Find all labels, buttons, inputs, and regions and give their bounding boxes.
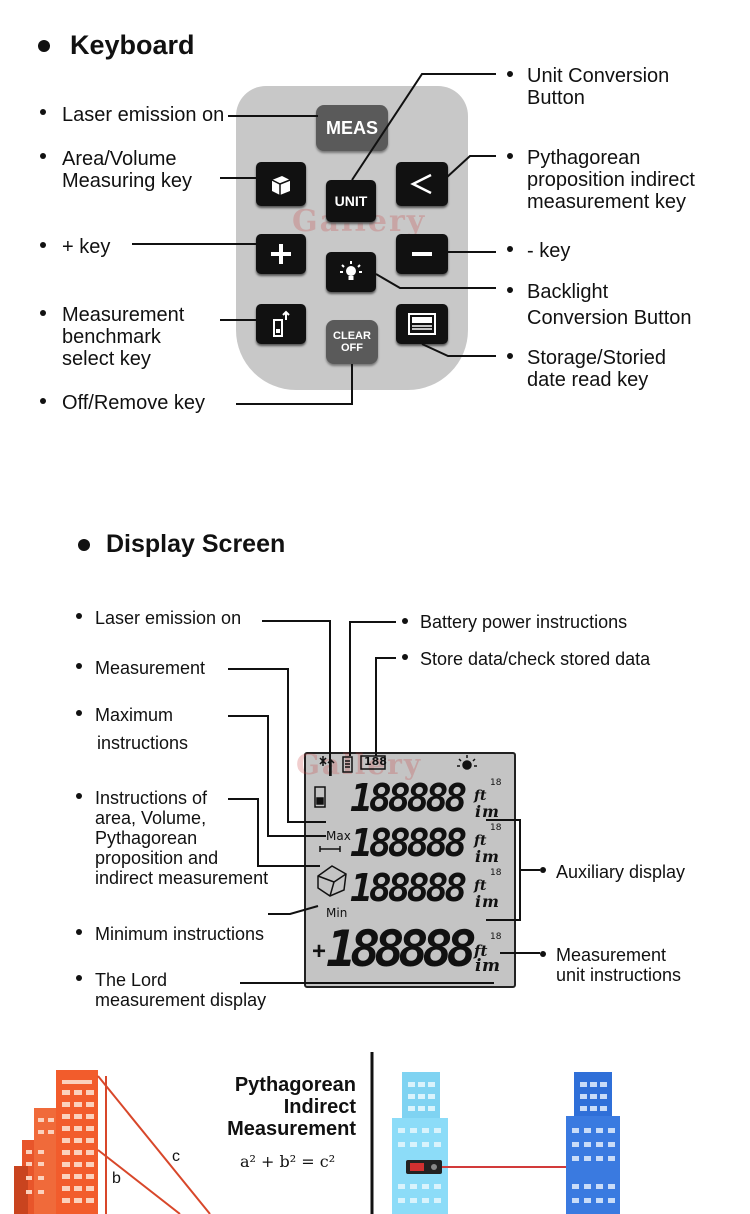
storage-icon xyxy=(408,313,436,335)
lcd-row-3-digits: 188888 xyxy=(350,866,467,910)
backlight-button[interactable] xyxy=(326,252,376,292)
minus-button[interactable] xyxy=(396,234,448,274)
lcd-unit-i-1: i xyxy=(475,802,482,821)
pythagorean-title-line-2: Indirect xyxy=(283,1096,356,1118)
rangefinder-device-icon xyxy=(406,1160,442,1174)
label-minus-key: - key xyxy=(527,240,571,262)
bullet xyxy=(76,975,82,981)
keyboard-heading: Keyboard xyxy=(70,30,195,60)
keyboard-leader-lines xyxy=(132,73,496,405)
plus-icon xyxy=(271,244,291,264)
bullet xyxy=(40,310,46,316)
lcd-unit-i-2: i xyxy=(475,847,482,866)
label-laser-emission: Laser emission on xyxy=(62,104,225,126)
lcd-plus-sign: + xyxy=(312,938,327,965)
display-heading-bullet xyxy=(78,539,90,551)
bullet xyxy=(402,654,408,660)
pythagorean-formula: a² + b² = c² xyxy=(240,1152,336,1171)
plus-button[interactable] xyxy=(256,234,306,274)
storage-button[interactable] xyxy=(396,304,448,344)
lcd-unit-ft-2: ft xyxy=(474,833,487,849)
display-label-area-instructions: Instructions of area, Volume, Pythagorea… xyxy=(95,788,269,888)
bullet xyxy=(40,109,46,115)
bullet xyxy=(76,929,82,935)
display-label-laser: Laser emission on xyxy=(95,608,242,628)
bullet xyxy=(40,398,46,404)
label-storage: Storage/Storied date read key xyxy=(527,347,666,391)
bullet xyxy=(76,613,82,619)
lcd-unit-m-1: m xyxy=(482,802,499,821)
keyboard-heading-bullet xyxy=(38,40,50,52)
display-label-lord: The Lord measurement display xyxy=(95,970,267,1010)
bullet xyxy=(507,71,513,77)
bullet xyxy=(507,353,513,359)
label-pythagorean-key: Pythagorean proposition indirect measure… xyxy=(527,147,695,213)
lcd-row-2-digits: 188888 xyxy=(350,821,467,865)
bullet xyxy=(507,153,513,159)
lcd-main-digits: 188888 xyxy=(326,920,477,978)
display-label-store: Store data/check stored data xyxy=(420,649,651,669)
bullet xyxy=(76,710,82,716)
lcd-unit-ft-3: ft xyxy=(474,878,487,894)
clear-label: CLEAR xyxy=(333,330,371,342)
bullet xyxy=(76,793,82,799)
pythagorean-button[interactable] xyxy=(396,162,448,206)
unit-button-label: UNIT xyxy=(334,193,368,209)
lcd-unit-i-main: i xyxy=(475,956,482,976)
lcd-min-label: Min xyxy=(326,906,348,920)
label-unit-conversion: Unit Conversion Button xyxy=(527,65,670,109)
unit-button[interactable]: UNIT xyxy=(326,180,376,222)
triangle-side-b-label: b xyxy=(112,1170,121,1187)
label-plus-key: + key xyxy=(62,236,111,258)
display-label-instructions: instructions xyxy=(97,733,189,753)
lcd-unit-m-main: m xyxy=(482,956,500,976)
display-label-minimum: Minimum instructions xyxy=(95,924,265,944)
label-area-volume: Area/Volume Measuring key xyxy=(62,148,193,192)
label-benchmark: Measurement benchmark select key xyxy=(62,304,185,370)
area-volume-button[interactable] xyxy=(256,162,306,206)
bullet xyxy=(76,663,82,669)
label-backlight-conversion: Conversion Button xyxy=(527,307,692,329)
display-label-auxiliary: Auxiliary display xyxy=(556,862,686,882)
bullet xyxy=(507,246,513,252)
lcd-max-label: Max xyxy=(326,829,351,843)
off-label: OFF xyxy=(341,342,363,354)
display-label-measurement: Measurement xyxy=(95,658,206,678)
label-off-remove: Off/Remove key xyxy=(62,392,206,414)
display-label-unit-instructions: Measurement unit instructions xyxy=(556,945,682,985)
lcd-storage-counter: 188 xyxy=(364,755,387,768)
clear-off-button[interactable]: CLEAR OFF xyxy=(326,320,378,364)
lcd-row-1-digits: 188888 xyxy=(350,776,467,820)
triangle-side-c-label: c xyxy=(172,1148,180,1165)
bullet xyxy=(540,951,546,957)
lcd-unit-ft-1: ft xyxy=(474,788,487,804)
bulb-icon xyxy=(340,261,362,280)
display-label-battery: Battery power instructions xyxy=(420,612,628,632)
lcd-unit-ft-main: ft xyxy=(474,942,488,960)
label-backlight: Backlight xyxy=(527,281,609,303)
lcd-frac-1: 18 xyxy=(490,778,502,788)
meas-button-label: MEAS xyxy=(325,117,378,138)
bullet xyxy=(40,242,46,248)
benchmark-icon xyxy=(273,310,290,337)
bullet xyxy=(402,618,408,624)
triangle-icon xyxy=(410,173,432,195)
lcd-frac-main: 18 xyxy=(490,932,502,942)
benchmark-button[interactable] xyxy=(256,304,306,344)
display-label-maximum: Maximum xyxy=(95,705,174,725)
bullet xyxy=(540,867,546,873)
bullet xyxy=(507,287,513,293)
display-heading: Display Screen xyxy=(106,530,286,558)
cube-icon xyxy=(271,176,291,195)
minus-icon xyxy=(412,252,432,256)
pythagorean-triangle xyxy=(97,1075,211,1214)
pythagorean-title-line-1: Pythagorean xyxy=(234,1074,356,1096)
bullet xyxy=(40,153,46,159)
lcd-unit-i-3: i xyxy=(475,892,482,911)
pythagorean-title-line-3: Measurement xyxy=(227,1118,356,1140)
